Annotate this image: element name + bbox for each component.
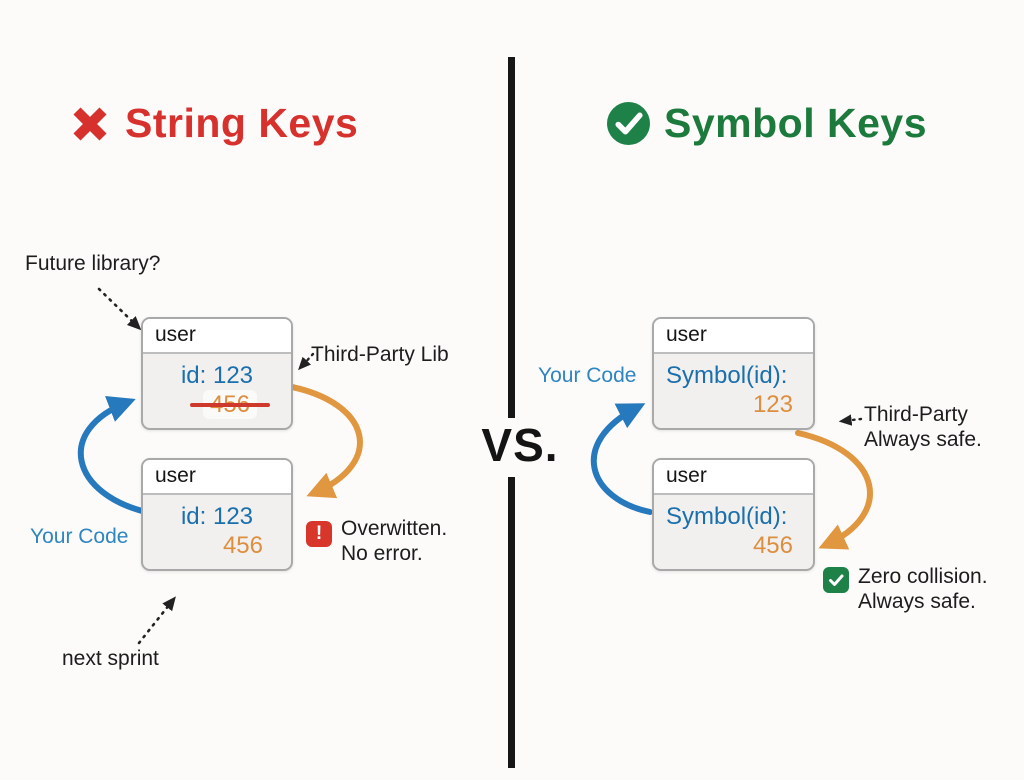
box-header: user: [654, 319, 813, 354]
check-glyph: [829, 574, 844, 586]
box-field-value: 123: [752, 391, 793, 418]
check-square-icon: [823, 567, 849, 593]
right-title: Symbol Keys: [606, 100, 927, 147]
box-field-new-value: 456: [222, 532, 263, 559]
exclamation-icon: !: [306, 521, 332, 547]
left-box-library: user id: 123 456: [141, 317, 293, 430]
left-box-your-code: user id: 123 456: [141, 458, 293, 571]
zero-collision-note: Zero collision. Always safe.: [858, 565, 988, 613]
third-party-right-dotted-arrow: [838, 414, 863, 426]
blue-arrow-left: [77, 396, 153, 516]
box-header: user: [143, 319, 291, 354]
box-field-value: 456: [752, 532, 793, 559]
check-circle-icon: [607, 102, 650, 145]
third-party-lib-note: Third-Party Lib: [311, 343, 449, 366]
struck-value: 456: [189, 390, 271, 419]
your-code-note-left: Your Code: [30, 525, 129, 548]
box-header: user: [143, 460, 291, 495]
box-field-id: id: 123: [180, 503, 254, 530]
divider-line-top: [508, 57, 515, 418]
right-box-third-party: user Symbol(id): 456: [652, 458, 815, 571]
divider-line-bottom: [508, 477, 515, 768]
left-title: String Keys: [68, 100, 358, 147]
box-field-id: id: 123: [180, 362, 254, 389]
x-mark-icon: [73, 106, 107, 141]
blue-arrow-right: [590, 403, 653, 515]
next-sprint-note: next sprint: [62, 647, 159, 670]
overwritten-note: Overwitten. No error.: [341, 517, 448, 565]
box-header: user: [654, 460, 813, 495]
third-party-note-right: Third-Party Always safe.: [864, 403, 982, 451]
future-library-dotted-arrow: [97, 287, 142, 331]
left-title-label: String Keys: [125, 100, 359, 146]
your-code-note-right: Your Code: [538, 364, 637, 387]
vs-label: VS.: [481, 419, 559, 471]
right-title-label: Symbol Keys: [664, 100, 927, 146]
future-library-note: Future library?: [25, 252, 161, 275]
orange-arrow-left: [284, 383, 363, 499]
right-box-your-code: user Symbol(id): 123: [652, 317, 815, 430]
box-field-symbol: Symbol(id):: [666, 503, 788, 530]
next-sprint-dotted-arrow: [137, 596, 176, 645]
box-field-symbol: Symbol(id):: [666, 362, 788, 389]
box-field-old-value: 456: [143, 390, 291, 419]
